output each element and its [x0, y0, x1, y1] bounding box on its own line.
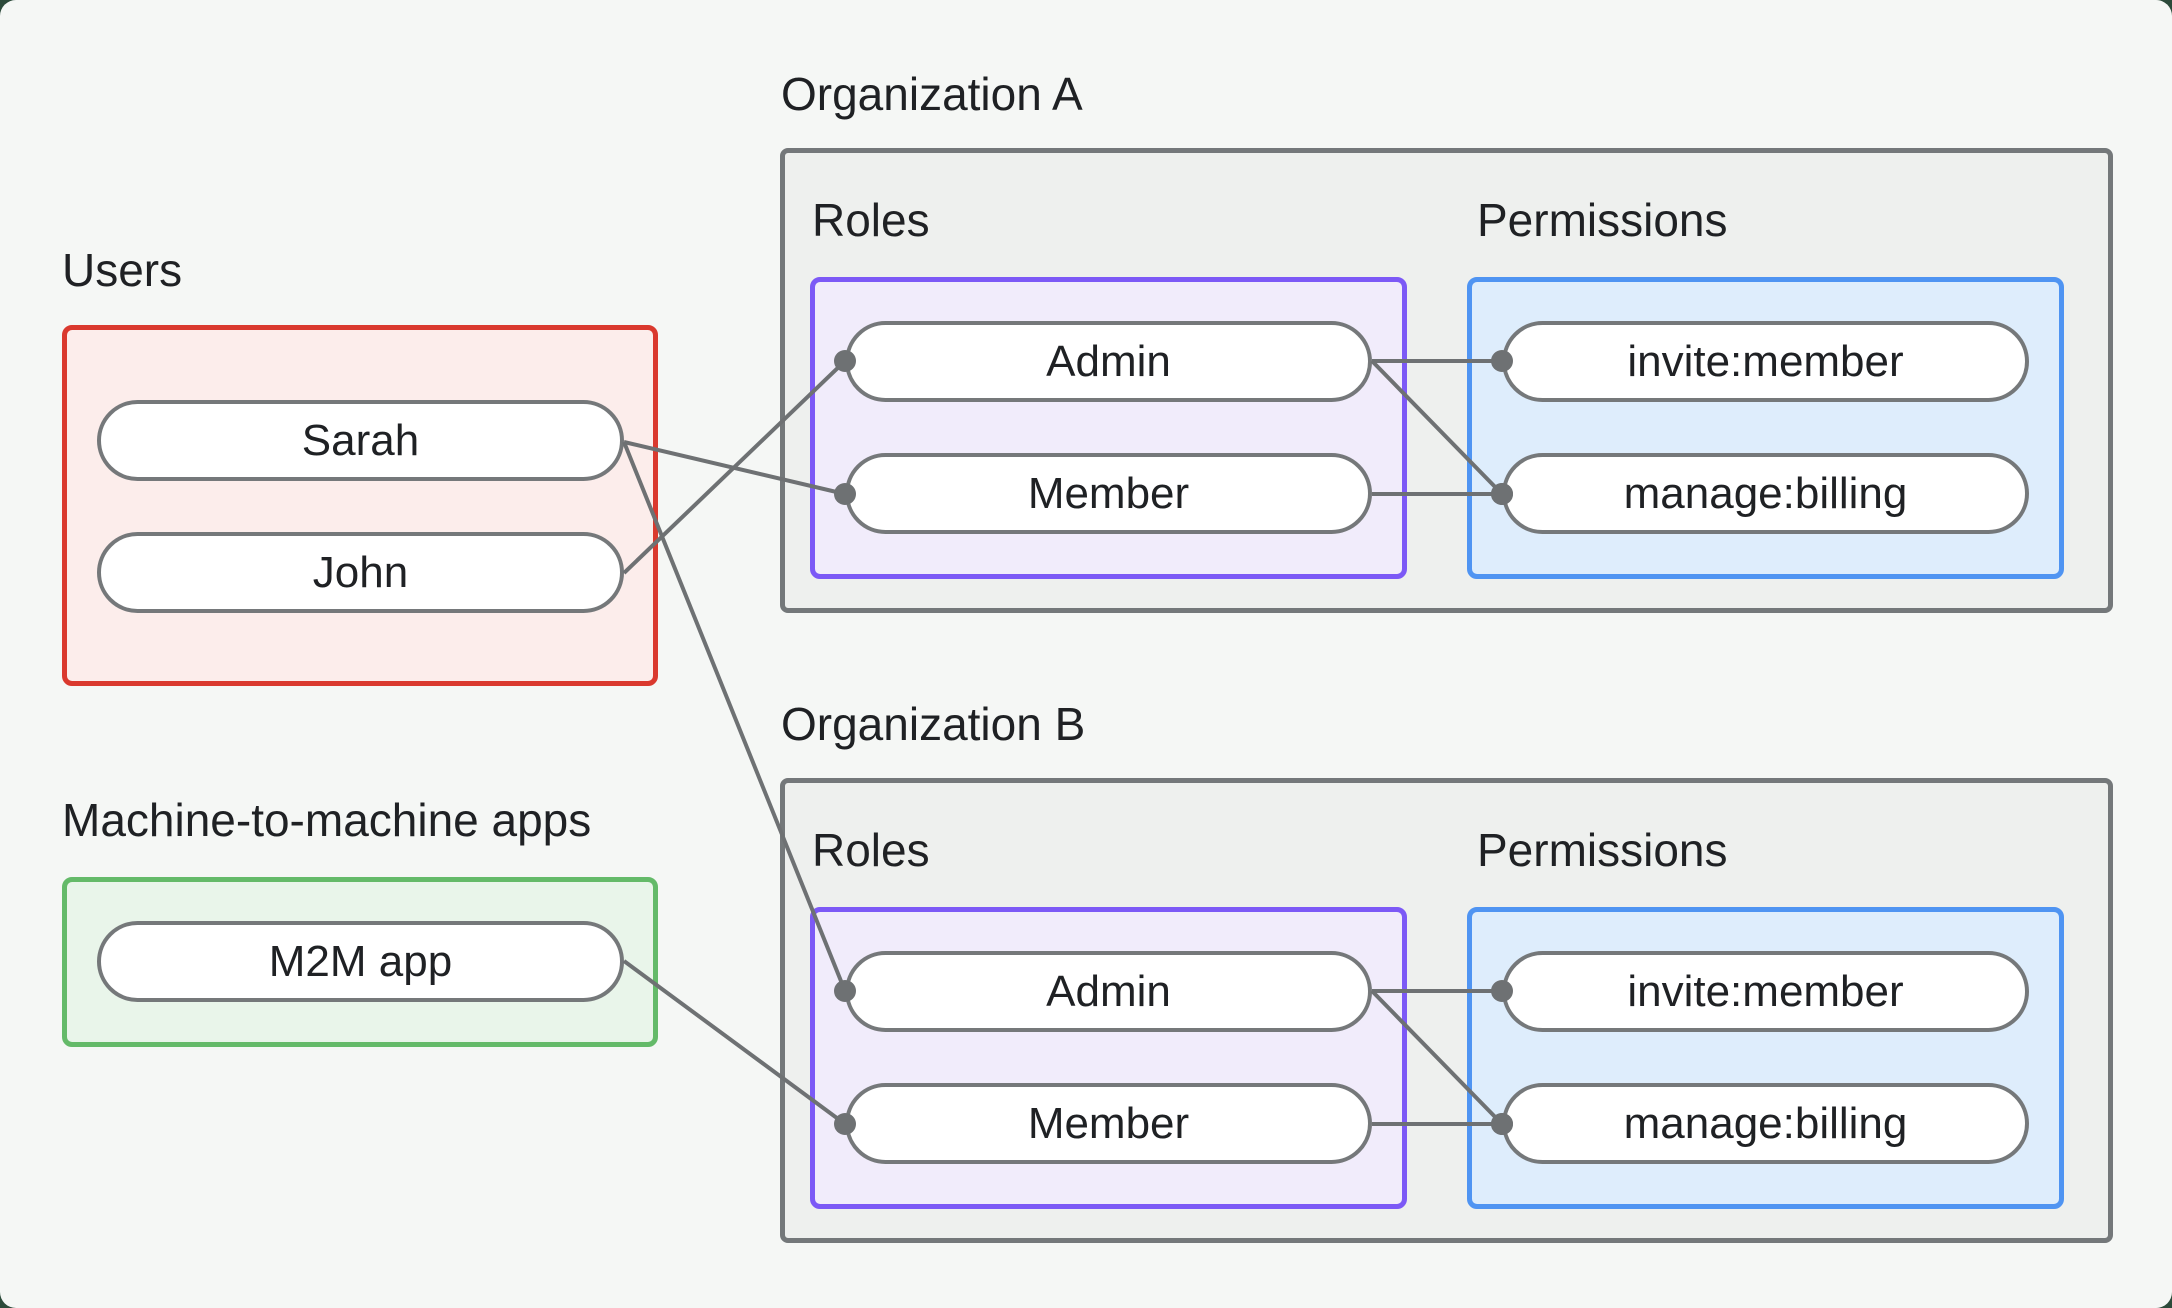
org-b-role-member: Member: [845, 1083, 1372, 1164]
org-b-role-admin-label: Admin: [1046, 966, 1171, 1016]
m2m-app-node: M2M app: [97, 921, 624, 1002]
org-a-role-admin-label: Admin: [1046, 336, 1171, 386]
org-b-permission-invite-member: invite:member: [1502, 951, 2029, 1032]
user-node-john: John: [97, 532, 624, 613]
org-a-role-admin: Admin: [845, 321, 1372, 402]
m2m-group-label: Machine-to-machine apps: [62, 794, 592, 846]
org-a-permission-manage-billing-label: manage:billing: [1623, 468, 1908, 518]
org-a-roles-label: Roles: [812, 194, 930, 246]
m2m-app-node-label: M2M app: [268, 936, 453, 986]
org-b-permission-invite-member-label: invite:member: [1627, 966, 1904, 1016]
user-node-sarah: Sarah: [97, 400, 624, 481]
org-a-role-member-label: Member: [1027, 468, 1190, 518]
organization-b-label: Organization B: [781, 698, 1086, 750]
org-a-permissions-label: Permissions: [1477, 194, 1728, 246]
organization-a-label: Organization A: [781, 68, 1083, 120]
org-a-role-member: Member: [845, 453, 1372, 534]
org-b-permissions-label: Permissions: [1477, 824, 1728, 876]
org-a-permission-invite-member: invite:member: [1502, 321, 2029, 402]
users-group-box: [62, 325, 658, 686]
user-node-john-label: John: [312, 547, 409, 597]
users-group-label: Users: [62, 244, 183, 296]
org-a-permission-manage-billing: manage:billing: [1502, 453, 2029, 534]
user-node-sarah-label: Sarah: [301, 415, 420, 465]
org-b-role-member-label: Member: [1027, 1098, 1190, 1148]
org-b-role-admin: Admin: [845, 951, 1372, 1032]
org-b-roles-label: Roles: [812, 824, 930, 876]
org-a-permission-invite-member-label: invite:member: [1627, 336, 1904, 386]
org-b-permission-manage-billing: manage:billing: [1502, 1083, 2029, 1164]
org-b-permission-manage-billing-label: manage:billing: [1623, 1098, 1908, 1148]
